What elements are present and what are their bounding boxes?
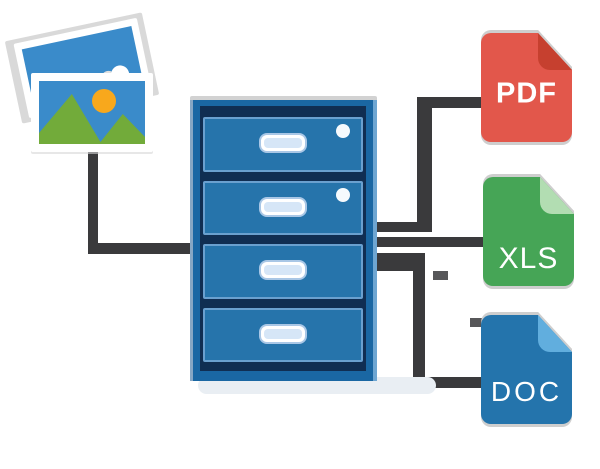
drawer-handle: [259, 260, 307, 280]
doc-label: DOC: [490, 376, 563, 408]
connector-pdf-to-icon: [417, 97, 483, 108]
drawer-handle-inner: [264, 201, 302, 212]
connector-dash-fragment: [433, 271, 448, 280]
cabinet-inner-frame: [200, 106, 366, 371]
pdf-label: PDF: [496, 77, 557, 110]
drawer-handle: [259, 133, 307, 153]
connector-images-horizontal: [88, 243, 194, 254]
drawer-handle: [259, 196, 307, 217]
connector-doc-stub: [374, 253, 425, 271]
connector-images-vertical: [88, 150, 98, 253]
connector-doc-drop: [413, 253, 425, 383]
front-photo: [31, 73, 153, 152]
drawer-knob: [336, 124, 350, 138]
drawer-knob: [336, 187, 350, 202]
drawer-handle-inner: [264, 328, 302, 339]
connector-dash-fragment: [470, 318, 482, 327]
doc-file-icon: DOC: [481, 315, 572, 424]
drawer-handle-inner: [264, 265, 302, 275]
cabinet-drawer-2: [203, 180, 363, 235]
connector-pdf-from-cabinet: [374, 222, 432, 232]
front-photo-image: [39, 81, 145, 144]
connector-pdf-riser: [417, 97, 432, 232]
sun-icon: [92, 89, 116, 113]
pdf-file-icon: PDF: [481, 33, 572, 142]
xls-folded-corner: [540, 177, 574, 214]
connector-xls-to-icon: [374, 237, 484, 247]
drawer-handle-inner: [264, 138, 302, 148]
xls-file-icon: XLS: [483, 177, 574, 286]
xls-label: XLS: [498, 241, 559, 275]
cabinet-left-highlight: [190, 100, 193, 381]
doc-file-body: [481, 315, 572, 424]
doc-folded-corner: [538, 315, 572, 352]
cabinet-drawer-4: [203, 307, 363, 362]
cabinet-drawer-1: [203, 117, 363, 172]
file-cabinet-icon: [190, 100, 377, 381]
connector-doc-to-icon: [413, 377, 483, 388]
cabinet-right-highlight: [373, 100, 377, 381]
pdf-folded-corner: [538, 33, 572, 70]
cabinet-floor-shadow: [198, 377, 436, 394]
cabinet-drawer-3: [203, 244, 363, 299]
drawer-handle: [259, 323, 307, 344]
